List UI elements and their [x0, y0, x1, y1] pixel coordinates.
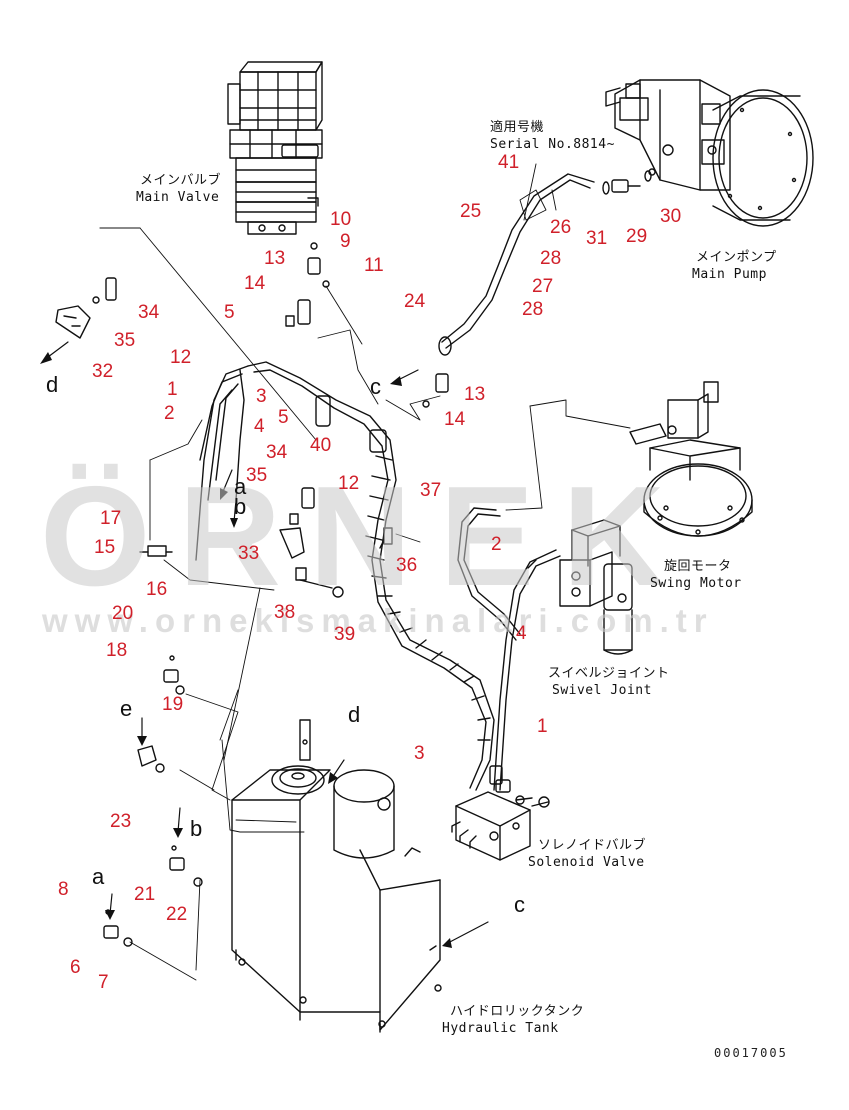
callout-16: 16 — [146, 579, 168, 600]
solenoid-valve-label-jp: ソレノイドバルブ — [538, 838, 647, 853]
connection-letter-d-tank: d — [348, 702, 361, 727]
connection-letter-a-low: a — [92, 864, 105, 889]
callout-2-mid: 2 — [491, 534, 502, 555]
fittings — [55, 170, 652, 947]
serial-label-en: Serial No.8814~ — [490, 137, 615, 152]
callout-35-mid: 35 — [246, 465, 268, 486]
callout-26: 26 — [550, 217, 572, 238]
callout-5-mid: 5 — [278, 407, 289, 428]
watermark-url: www.ornekismakinalari.com.tr — [42, 602, 714, 639]
callout-22: 22 — [166, 904, 188, 925]
callout-6: 6 — [70, 957, 81, 978]
main-valve-drawing — [227, 61, 323, 235]
swing-motor-label-jp: 旋回モータ — [664, 559, 732, 574]
callout-27: 27 — [532, 276, 554, 297]
serial-label-jp: 適用号機 — [490, 120, 545, 135]
callout-37: 37 — [420, 480, 442, 501]
callout-14-mid: 14 — [444, 409, 466, 430]
hydraulic-tank-drawing — [231, 719, 442, 1033]
connection-letter-e-left: e — [120, 696, 133, 721]
callout-13-upper: 13 — [264, 248, 286, 269]
callout-18: 18 — [106, 640, 128, 661]
callout-28-upper: 28 — [540, 248, 562, 269]
callout-2-upper: 2 — [164, 403, 175, 424]
swivel-joint-label-jp: スイベルジョイント — [548, 666, 670, 681]
callout-10: 10 — [330, 209, 352, 230]
callout-21: 21 — [134, 884, 156, 905]
callout-14-upper: 14 — [244, 273, 266, 294]
callout-24: 24 — [404, 291, 426, 312]
callout-4-mid: 4 — [516, 623, 527, 644]
callout-15: 15 — [94, 537, 116, 558]
callout-39: 39 — [334, 624, 356, 645]
callout-35-upper: 35 — [114, 330, 136, 351]
swivel-joint-label-en: Swivel Joint — [552, 683, 652, 698]
callout-11: 11 — [364, 255, 384, 276]
hose-valve-to-swivel — [247, 361, 495, 791]
hose-swing-motor-to-swivel — [457, 507, 521, 641]
callout-36: 36 — [396, 555, 418, 576]
connection-letter-d-left: d — [46, 372, 59, 397]
callout-32: 32 — [92, 361, 114, 382]
hydraulic-tank-label-jp: ハイドロリックタンク — [450, 1004, 585, 1019]
callout-30: 30 — [660, 206, 682, 227]
callout-28-lower: 28 — [522, 299, 544, 320]
callout-8: 8 — [58, 879, 69, 900]
main-pump-drawing — [605, 79, 814, 227]
callout-5-upper: 5 — [224, 302, 235, 323]
callout-34-upper: 34 — [138, 302, 160, 323]
callout-33: 33 — [238, 543, 260, 564]
connection-letter-c-right: c — [514, 892, 525, 917]
callout-20: 20 — [112, 603, 134, 624]
hose-swivel-to-solenoid — [493, 549, 561, 791]
callout-19: 19 — [162, 694, 184, 715]
solenoid-valve-label-en: Solenoid Valve — [528, 855, 645, 870]
callout-9: 9 — [340, 231, 351, 252]
callout-41: 41 — [498, 152, 520, 173]
connection-letter-b-mid: b — [234, 494, 247, 519]
hose-main-pump-to-valve — [438, 173, 595, 356]
callout-12-mid: 12 — [338, 473, 360, 494]
callout-38: 38 — [274, 602, 296, 623]
callout-34-mid: 34 — [266, 442, 288, 463]
callout-3-upper: 3 — [256, 386, 267, 407]
main-valve-label-en: Main Valve — [136, 190, 220, 205]
callout-4-upper: 4 — [254, 416, 265, 437]
main-pump-label-jp: メインポンプ — [696, 250, 777, 265]
arrow-heads — [40, 352, 452, 948]
callout-31: 31 — [586, 228, 608, 249]
callout-23: 23 — [110, 811, 132, 832]
main-pump-label-en: Main Pump — [692, 267, 767, 282]
callout-12-upper: 12 — [170, 347, 192, 368]
connection-letter-c-top: c — [370, 374, 381, 399]
callout-1-upper: 1 — [167, 379, 178, 400]
swing-motor-label-en: Swing Motor — [650, 576, 742, 591]
leader-lines — [99, 163, 631, 981]
callout-3-lower: 3 — [414, 743, 425, 764]
swing-motor-drawing — [629, 381, 753, 537]
swivel-joint-drawing — [559, 519, 633, 655]
hose-bundle-left — [195, 365, 249, 561]
hydraulic-tank-label-en: Hydraulic Tank — [442, 1021, 559, 1036]
callout-17: 17 — [100, 508, 122, 529]
drawing-code: 00017005 — [714, 1046, 788, 1060]
watermark-brand: ÖRNEK — [40, 457, 693, 616]
callout-40: 40 — [310, 435, 332, 456]
callout-29: 29 — [626, 226, 648, 247]
connection-letter-b-low: b — [190, 816, 203, 841]
callout-13-mid: 13 — [464, 384, 486, 405]
main-valve-label-jp: メインバルブ — [140, 173, 222, 188]
callout-7: 7 — [98, 972, 109, 993]
solenoid-valve-drawing — [451, 791, 550, 861]
callout-25: 25 — [460, 201, 482, 222]
connection-letter-a-mid: a — [234, 474, 247, 499]
callout-1-lower: 1 — [537, 716, 548, 737]
